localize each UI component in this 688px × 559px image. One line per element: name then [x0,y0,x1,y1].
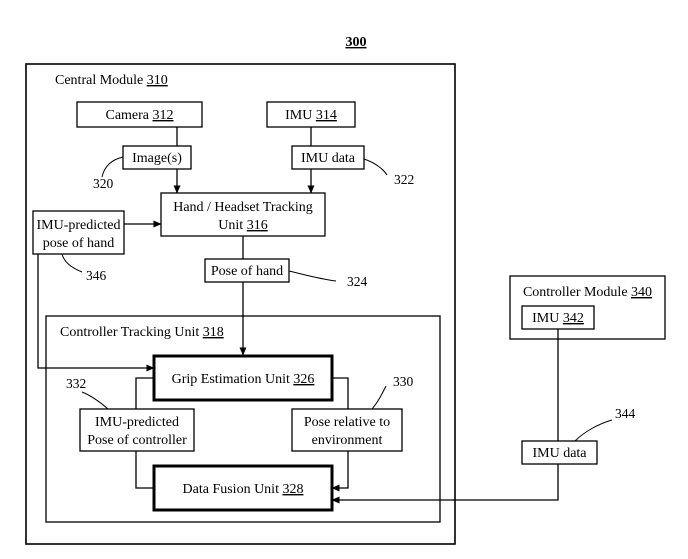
controller-imu-data-box [521,440,598,465]
imu-pred-hand-line2: pose of hand [43,236,115,251]
pose-of-hand-box [204,258,290,283]
imu-pred-controller-ref-leader [81,391,109,410]
imu-pred-hand-to-grip-arrow [37,254,155,372]
tracking-unit-line2: Unit 316 [218,218,267,233]
controller-imu-data-label: IMU data [532,446,587,461]
controller-imu-data-ref-leader [574,419,613,442]
images-ref: 320 [93,176,114,191]
central-module-title: Central Module 310 [55,73,168,88]
data-fusion-label: Data Fusion Unit 328 [183,482,304,497]
pose-relative-line2: environment [312,433,383,448]
tracking-unit-box [160,192,326,237]
imu-pred-controller-ref: 332 [66,376,86,391]
pose-relative-line1: Pose relative to [304,415,390,430]
pose-relative-ref-leader [371,385,387,410]
pose-relative-to-fusion-arrow [331,451,349,492]
imu-pred-hand-ref-leader [61,253,83,273]
imu-data-ref: 322 [394,172,414,187]
data-fusion-box [152,464,334,512]
controller-imudata-to-fusion-arrow [331,464,559,504]
imu-pred-controller-to-fusion-line [135,451,154,489]
central-module-frame [25,63,456,545]
camera-label: Camera 312 [105,108,173,123]
pose-of-hand-ref: 324 [347,274,368,289]
images-label: Image(s) [132,151,182,166]
images-ref-leader [101,156,124,178]
tracking-unit-line1: Hand / Headset Tracking [173,200,313,215]
controller-imu-data-ref: 344 [615,406,636,421]
imu-label: IMU 314 [285,108,337,123]
imu-pred-controller-to-grip-line [135,377,154,409]
controller-module-title: Controller Module 340 [523,285,652,300]
pose-relative-ref: 330 [393,374,414,389]
imu-pred-hand-line1: IMU-predicted [37,218,121,233]
imu-pred-controller-line1: IMU-predicted [95,415,179,430]
imu-pred-hand-ref: 346 [86,268,107,283]
figure-number: 300 [346,35,367,50]
pose-of-hand-ref-leader [288,270,337,282]
grip-estimation-label: Grip Estimation Unit 326 [172,372,315,387]
pose-relative-box [291,408,403,452]
imu-pred-controller-line2: Pose of controller [87,433,187,448]
controller-imu-label: IMU 342 [532,311,584,326]
grip-to-pose-relative-line [332,377,349,409]
pose-of-hand-label: Pose of hand [211,264,283,279]
controller-tracking-unit-title: Controller Tracking Unit 318 [60,325,224,340]
imu-pred-controller-box [79,408,195,452]
imu-data-box [291,145,365,170]
imu-pred-hand-box [32,210,125,255]
imu-data-ref-leader [363,158,388,176]
imu-data-label: IMU data [301,151,356,166]
camera-box [76,101,203,128]
